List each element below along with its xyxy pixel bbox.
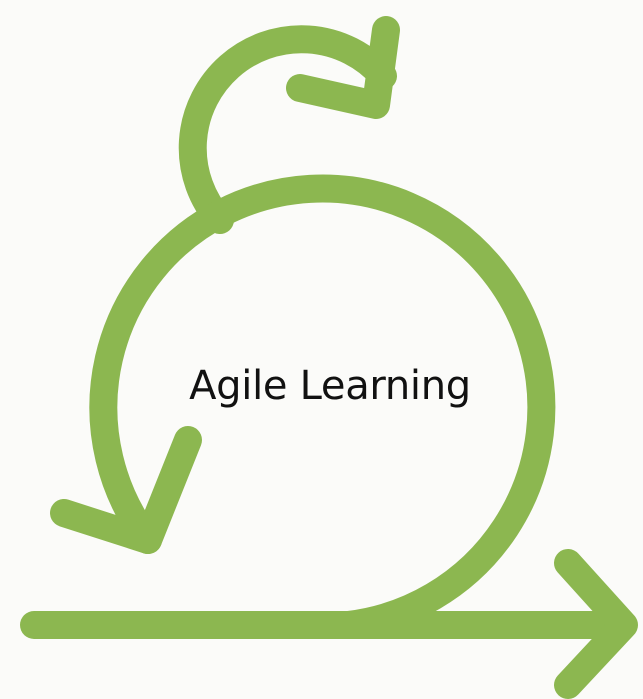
large-loop-arrowhead (50, 426, 202, 554)
small-loop-arrowhead (286, 16, 400, 119)
small-loop-arc (178, 25, 397, 234)
diagram-label: Agile Learning (189, 363, 471, 409)
large-loop-arc (89, 174, 556, 639)
baseline-arrowhead (554, 549, 638, 699)
